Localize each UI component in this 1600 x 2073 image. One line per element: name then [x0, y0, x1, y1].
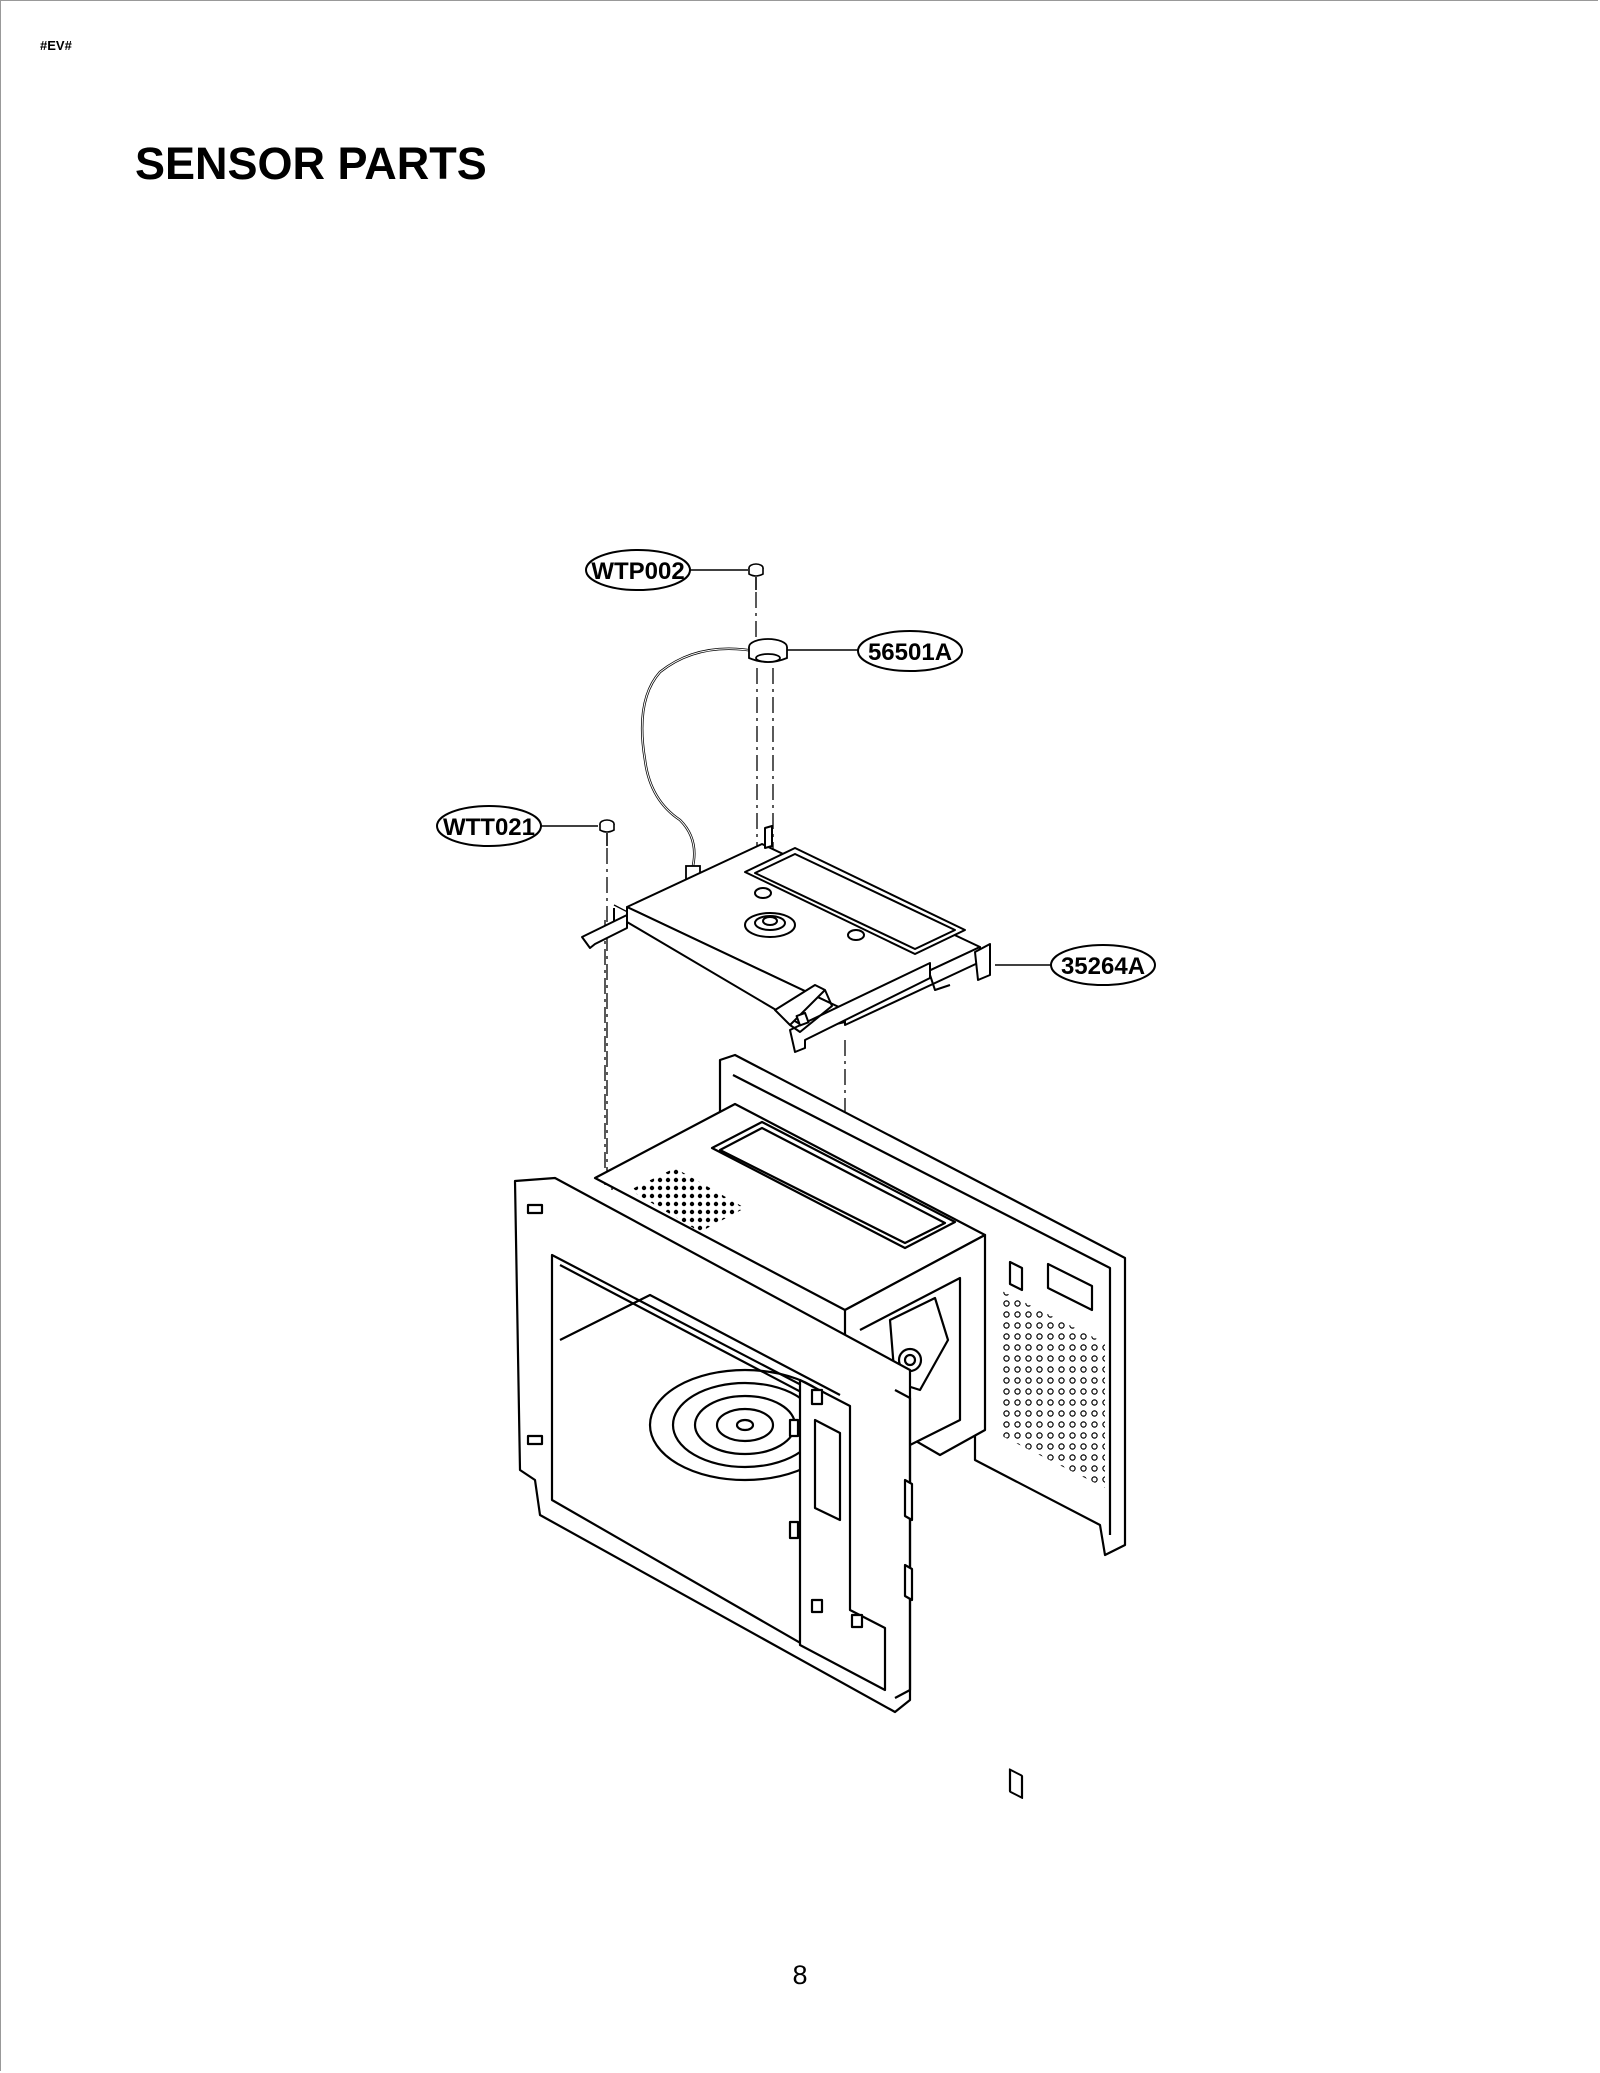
- callout-wtp002: WTP002: [585, 549, 748, 591]
- callout-label: WTP002: [591, 558, 684, 585]
- sensor-bracket-35264a: [581, 825, 991, 1053]
- callout-label: 56501A: [868, 639, 952, 666]
- sensor-56501a: [640, 638, 788, 881]
- callout-label: 35264A: [1061, 953, 1145, 980]
- callout-35264a: 35264A: [995, 944, 1156, 986]
- callout-56501a: 56501A: [787, 630, 963, 672]
- page-number: 8: [792, 1960, 808, 1990]
- doc-tag: #EV#: [40, 38, 72, 53]
- screw-wtt021: [599, 819, 615, 846]
- callout-wtt021: WTT021: [436, 805, 598, 847]
- screw-wtp002: [748, 563, 764, 590]
- callout-label: WTT021: [443, 814, 535, 841]
- microwave-cavity: [513, 1053, 1127, 1799]
- page-title: SENSOR PARTS: [135, 138, 487, 189]
